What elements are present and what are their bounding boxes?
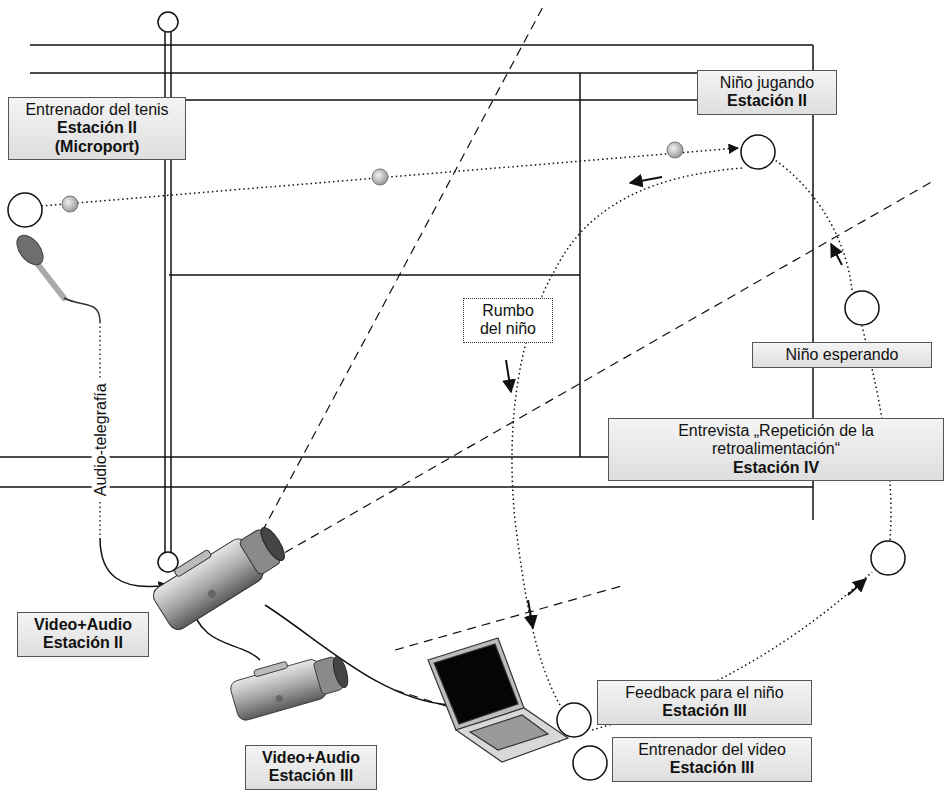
- box-text: Entrevista „Repetición de la retroalimen…: [615, 422, 937, 459]
- box-text: Entrenador del video: [619, 741, 805, 759]
- box-text: Estación II: [704, 92, 830, 110]
- box-text: Entrenador del tenis: [15, 101, 179, 119]
- route-label-box: Rumbo del niño: [463, 298, 553, 343]
- box-text: Estación IV: [615, 459, 937, 477]
- interview-box: Entrevista „Repetición de la retroalimen…: [608, 418, 944, 481]
- camera-label-box: Video+AudioEstación III: [245, 745, 377, 790]
- box-text: Estación III: [619, 759, 805, 777]
- box-text: Estación III: [604, 702, 805, 720]
- video-coach-box: Entrenador del videoEstación III: [612, 737, 812, 782]
- player-box: Niño jugandoEstación II: [697, 70, 837, 115]
- microphone: [12, 230, 168, 586]
- camera-label-box: Video+AudioEstación II: [17, 612, 149, 657]
- box-text: Video+Audio: [24, 616, 142, 634]
- net: [158, 12, 178, 572]
- box-text: Estación II: [24, 634, 142, 652]
- feedback-box: Feedback para el niñoEstación III: [597, 680, 812, 725]
- box-text: Niño esperando: [759, 346, 925, 364]
- view-lines: [255, 3, 935, 742]
- box-text: Feedback para el niño: [604, 684, 805, 702]
- box-text: Estación II (Microport): [15, 119, 179, 156]
- box-text: Estación III: [252, 767, 370, 785]
- box-text: Niño jugando: [704, 74, 830, 92]
- signal-label: Audio-telegrafía: [91, 381, 109, 500]
- camera: [227, 646, 352, 722]
- waiting-box: Niño esperando: [752, 342, 932, 368]
- box-text: Video+Audio: [252, 749, 370, 767]
- box-text: Rumbo del niño: [470, 302, 546, 339]
- coach-box: Entrenador del tenisEstación II (Micropo…: [8, 97, 186, 160]
- camera: [147, 515, 292, 633]
- laptop: [428, 638, 568, 762]
